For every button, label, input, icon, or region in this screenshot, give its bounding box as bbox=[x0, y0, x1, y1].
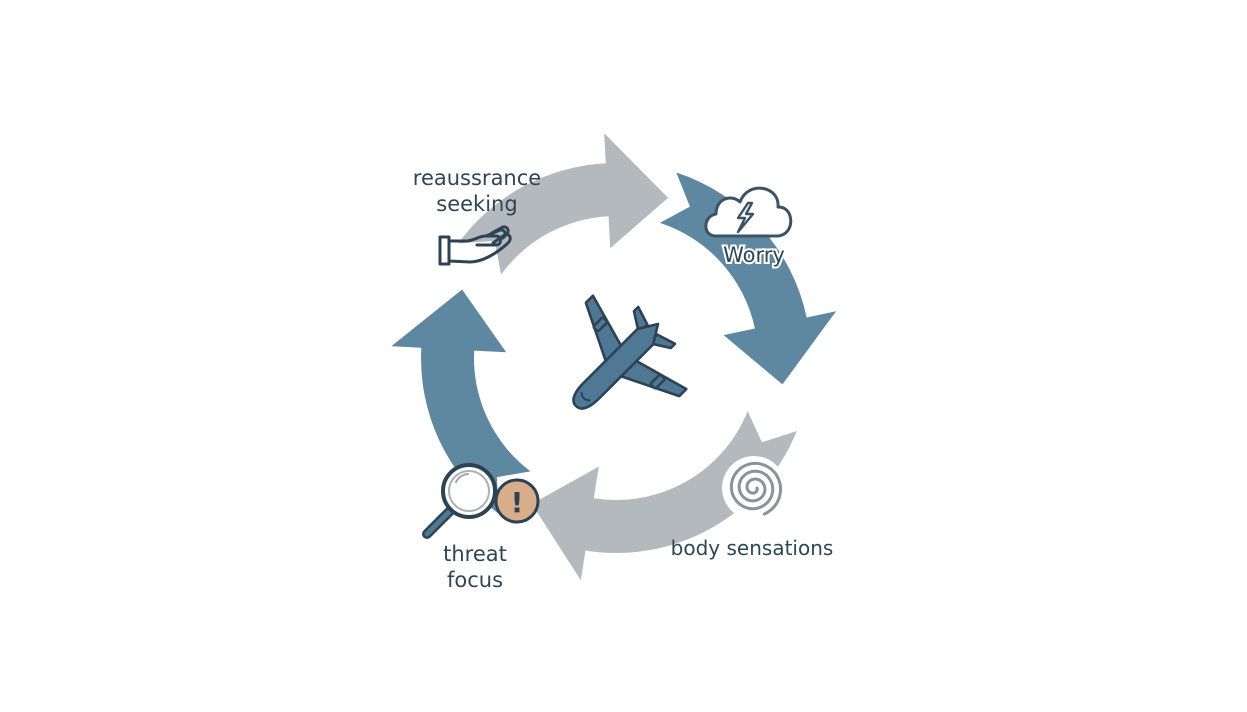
arrow-body-to-threat bbox=[531, 411, 797, 581]
storm-cloud-icon bbox=[704, 186, 793, 238]
hand-icon bbox=[438, 225, 512, 266]
worry-label: Worry bbox=[723, 243, 785, 267]
threat-label-line2: focus bbox=[447, 568, 503, 592]
reassurance-label-line2: seeking bbox=[436, 192, 517, 216]
reassurance-label-line1: reaussrance bbox=[413, 166, 541, 190]
warning-symbol: ! bbox=[511, 486, 524, 519]
airplane-icon bbox=[566, 288, 694, 416]
threat-label-line1: threat bbox=[443, 542, 507, 566]
magnifier-warning-icon: ! bbox=[422, 463, 540, 539]
arrow-threat-to-reassurance bbox=[391, 289, 531, 514]
spiral-icon bbox=[722, 456, 786, 520]
body-sensations-label: body sensations bbox=[671, 536, 834, 560]
arrow-worry-to-body bbox=[659, 172, 837, 385]
